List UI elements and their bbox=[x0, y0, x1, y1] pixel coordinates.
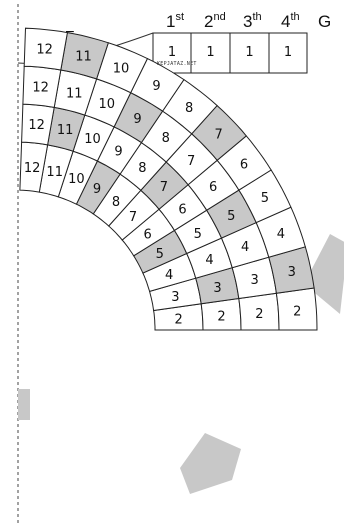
box-seat-number: 11 bbox=[75, 49, 92, 64]
box-seat[interactable]: 11 bbox=[47, 106, 86, 152]
box-seat-number: 4 bbox=[277, 227, 285, 242]
balcony-header-2nd: 2nd bbox=[204, 11, 226, 31]
box-seat-number: 6 bbox=[209, 180, 217, 195]
box-seat-number: 2 bbox=[217, 310, 225, 325]
box-seat-number: 12 bbox=[36, 43, 53, 58]
box-seat-number: 9 bbox=[114, 145, 122, 160]
box-seat-number: 1 bbox=[245, 45, 253, 60]
box-seat-shape bbox=[229, 32, 270, 74]
box-seat-number: 12 bbox=[28, 118, 45, 133]
balcony-header-3th: 3th bbox=[243, 11, 262, 31]
box-seat-number: 6 bbox=[178, 202, 186, 217]
box-seat-number: 4 bbox=[205, 253, 213, 268]
box-seat-number: 10 bbox=[99, 97, 116, 112]
balcony-header-1st: 1st bbox=[166, 11, 184, 31]
box-seat[interactable]: 12 bbox=[22, 65, 62, 108]
box-seat-number: 11 bbox=[46, 165, 63, 180]
box-seat[interactable]: 1 bbox=[268, 32, 308, 74]
box-seat-number: 5 bbox=[156, 247, 164, 262]
box-seat-number: 7 bbox=[214, 127, 222, 142]
box-seat-number: 10 bbox=[68, 172, 85, 187]
box-seat-number: 7 bbox=[160, 180, 168, 195]
box-seat-shape bbox=[190, 32, 231, 74]
box-seat-number: 7 bbox=[129, 210, 137, 225]
box-seat-number: 8 bbox=[138, 161, 146, 176]
box-seat-number: 5 bbox=[194, 227, 202, 242]
box-seat-number: 5 bbox=[227, 209, 235, 224]
balcony-header-4th: 4th bbox=[281, 11, 300, 31]
box-seat-number: 11 bbox=[66, 86, 83, 101]
box-seat-shape bbox=[23, 27, 68, 71]
box-seat-number: 2 bbox=[293, 304, 301, 319]
box-seat-shape bbox=[268, 32, 308, 74]
box-seat[interactable]: 2 bbox=[238, 292, 280, 331]
box-seat-number: 10 bbox=[113, 62, 130, 77]
box-seat-number: 4 bbox=[241, 240, 249, 255]
box-seat[interactable]: 10 bbox=[95, 42, 149, 94]
box-seat-number: 6 bbox=[144, 228, 152, 243]
box-seat-number: 5 bbox=[261, 191, 269, 206]
box-seat-number: 7 bbox=[187, 154, 195, 169]
box-seat[interactable]: 2 bbox=[275, 287, 318, 331]
box-seat-number: 1 bbox=[206, 45, 214, 60]
gate-area bbox=[180, 433, 241, 494]
box-seat-number: 12 bbox=[24, 161, 41, 176]
gate-area bbox=[18, 389, 30, 420]
gate-area bbox=[304, 234, 344, 314]
box-seat-number: 2 bbox=[255, 307, 263, 322]
box-seat-number: 6 bbox=[240, 158, 248, 173]
box-seat[interactable]: 12 bbox=[23, 27, 68, 71]
gate-label: G bbox=[318, 12, 331, 31]
box-seat-number: 9 bbox=[133, 112, 141, 127]
box-seat[interactable]: 1 bbox=[190, 32, 231, 74]
box-seat-number: 9 bbox=[93, 182, 101, 197]
box-seat-number: 4 bbox=[165, 268, 173, 283]
box-seat-number: 3 bbox=[288, 265, 296, 280]
box-seat-number: 3 bbox=[250, 273, 258, 288]
box-seat-number: 12 bbox=[32, 80, 49, 95]
box-seat-number: 1 bbox=[168, 45, 176, 60]
watermark: KEPJATAZ.NET bbox=[157, 61, 197, 67]
box-seat-number: 8 bbox=[162, 131, 170, 146]
box-seat-number: 11 bbox=[57, 123, 74, 138]
box-seat-number: 10 bbox=[84, 132, 101, 147]
box-seat-number: 8 bbox=[112, 195, 120, 210]
box-seat-number: 3 bbox=[213, 281, 221, 296]
box-seat-number: 3 bbox=[171, 290, 179, 305]
box-seat[interactable]: 1 bbox=[229, 32, 270, 74]
box-seat-number: 2 bbox=[174, 313, 182, 328]
box-seat-number: 1 bbox=[284, 45, 292, 60]
balcony-headers: 1st 2nd 3th 4th G bbox=[166, 11, 331, 31]
box-seat-number: 9 bbox=[152, 79, 160, 94]
box-seat-number: 8 bbox=[185, 101, 193, 116]
